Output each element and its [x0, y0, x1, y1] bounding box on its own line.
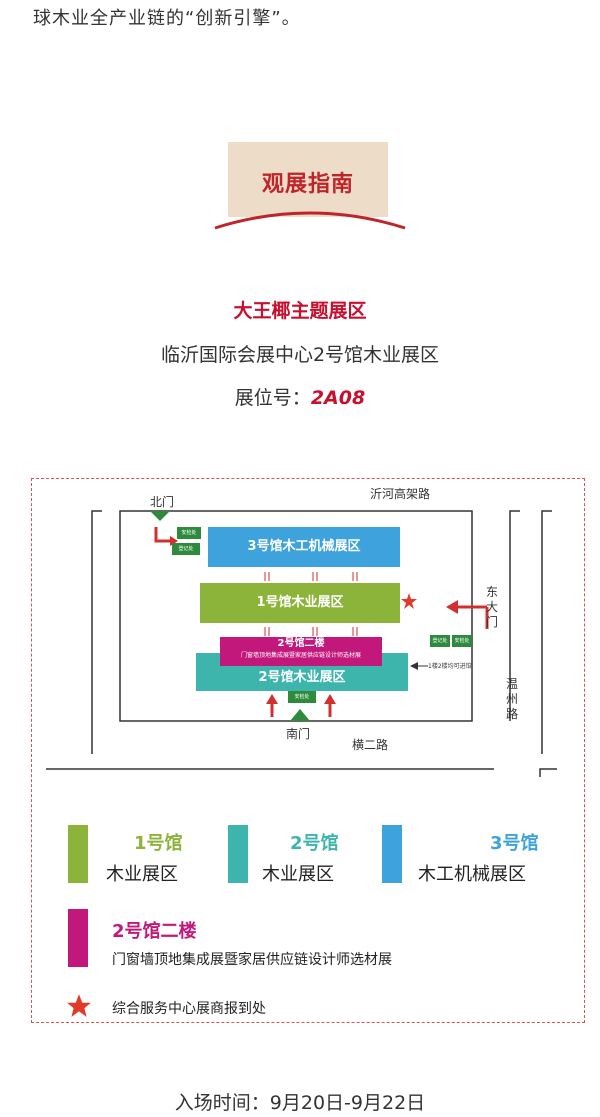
legend-hall2-swatch: [228, 825, 248, 883]
hall-3-block[interactable]: 3号馆木工机械展区: [208, 527, 400, 567]
legend-hall1-title: 1号馆: [134, 833, 183, 854]
legend-star-sub: 综合服务中心展商报到处: [112, 1001, 266, 1017]
guide-title: 观展指南: [261, 172, 354, 197]
booth-number: 2A08: [310, 387, 366, 409]
map-lines: [46, 510, 557, 777]
legend-hall3-swatch: [382, 825, 402, 883]
booth-line: 展位号：2A08: [0, 383, 600, 410]
legend-hall2f-swatch: [68, 909, 88, 967]
north-security-box: 安检处: [177, 527, 201, 539]
north-gate-label: 北门: [150, 495, 175, 509]
legend-hall1-sub: 木业展区: [106, 864, 178, 885]
legend-star-icon: [67, 994, 91, 1017]
legend-hall3-title: 3号馆: [490, 833, 539, 854]
guide-arc-decoration: [214, 211, 406, 230]
entry-time: 入场时间：9月20日-9月22日: [174, 1092, 426, 1114]
venue-name: 临沂国际会展中心2号馆木业展区: [160, 344, 440, 366]
south-road-label: 横二路: [352, 738, 389, 752]
east-road-label: 温州路: [506, 677, 519, 721]
east-gate-label: 东大门: [486, 585, 499, 629]
hall-2-overlay: 2号馆二楼 门窗墙顶地集成展暨家居供应链设计师选材展: [220, 637, 382, 666]
legend-hall2f-sub: 门窗墙顶地集成展暨家居供应链设计师选材展: [112, 952, 392, 968]
legend-hall1-swatch: [68, 825, 88, 883]
hall-2f-title-top: 2号馆二楼: [277, 638, 325, 649]
legend-hall2-title: 2号馆: [290, 833, 339, 854]
hall-2f-subtitle-top: 门窗墙顶地集成展暨家居供应链设计师选材展: [240, 652, 361, 659]
booth-label: 展位号：: [234, 387, 311, 409]
intro-text: 球木业全产业链的“创新引擎”。: [33, 8, 301, 29]
east-registration-box: 登记处: [430, 635, 450, 647]
legend-hall3-sub: 木工机械展区: [418, 864, 526, 885]
venue-map: 3号馆木工机械展区 1号馆木业展区 2号馆二楼 门窗墙顶地集成展暨家居供应链设计…: [31, 478, 585, 1023]
legend-hall2f-title: 2号馆二楼: [112, 921, 197, 942]
brand-area-title: 大王椰主题展区: [233, 300, 367, 322]
north-road-label: 沂河高架路: [370, 487, 431, 501]
south-security-box: 安检处: [288, 691, 316, 703]
south-gate-label: 南门: [286, 727, 311, 741]
north-registration-box: 登记处: [172, 543, 200, 555]
east-security-box: 安检处: [452, 635, 472, 647]
guide-header-box: [228, 142, 388, 217]
stair-note: 1楼2楼均可进馆: [428, 663, 472, 670]
legend-hall2-sub: 木业展区: [262, 864, 334, 885]
hall-1-block[interactable]: 1号馆木业展区: [200, 583, 400, 623]
